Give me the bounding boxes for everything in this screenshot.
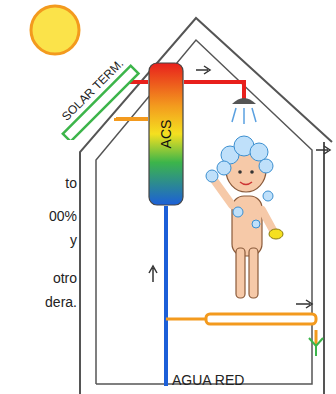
flow-arrow: [296, 300, 312, 308]
text-fragment: otro: [53, 270, 77, 286]
pipe-label: AGUA RED: [172, 372, 244, 388]
shower-head: [232, 98, 256, 104]
drain-pipe: [166, 318, 206, 321]
drain-y: [309, 338, 323, 356]
drain-pipe: [315, 330, 318, 345]
house-inner-outline: [96, 40, 312, 384]
house-wall: [323, 142, 325, 394]
mains-pipe: [164, 206, 168, 386]
flow-arrow: [316, 146, 330, 154]
drain-exchanger: [206, 314, 316, 324]
hot-water-pipe: [184, 82, 244, 100]
tank-outline: [149, 63, 183, 205]
text-fragment: dera.: [45, 294, 77, 310]
solar-panel: SOLAR TERM.: [56, 44, 146, 140]
text-fragment: y: [70, 232, 77, 248]
flow-arrow: [149, 266, 157, 282]
text-fragment: to: [65, 175, 77, 191]
pipe-connector: [116, 116, 148, 121]
child-figure: [206, 136, 283, 298]
shower-water: [232, 108, 256, 124]
tank-label: ACS: [158, 120, 174, 149]
sun: [31, 6, 79, 54]
hot-water-tank: ACS: [148, 62, 184, 206]
flow-arrow: [196, 66, 210, 74]
text-fragment: 00%: [49, 208, 77, 224]
panel-shape: [56, 44, 146, 140]
